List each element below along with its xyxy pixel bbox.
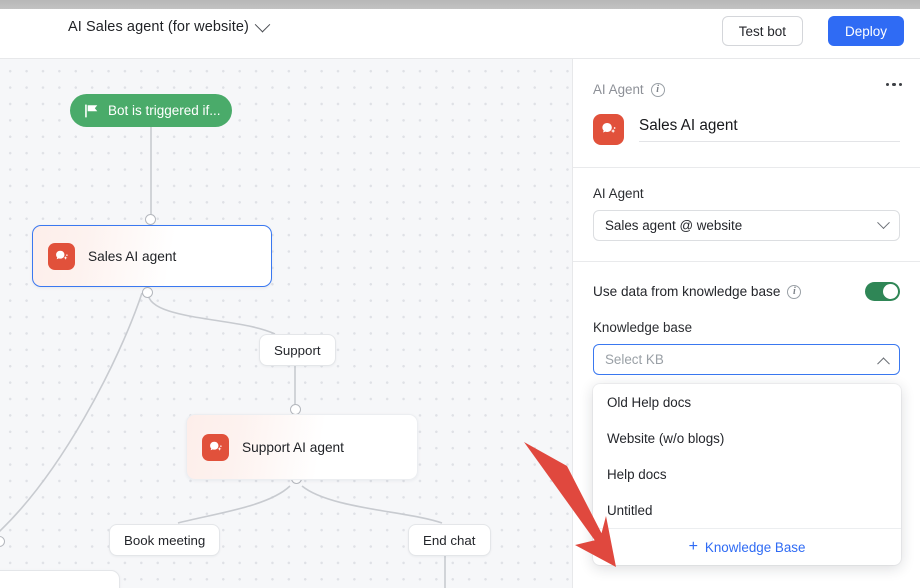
node-label: Bot is triggered if... [108, 103, 221, 118]
agent-select-label: AI Agent [593, 186, 644, 201]
kb-toggle-row: Use data from knowledge base i [593, 282, 900, 301]
kb-option-untitled[interactable]: Untitled [607, 502, 653, 518]
info-icon[interactable]: i [787, 284, 802, 299]
node-label: Support [274, 342, 321, 358]
agent-name-row: Sales AI agent [593, 114, 900, 145]
toggle-knob [883, 284, 898, 299]
page-title: AI Sales agent (for website) [68, 19, 249, 35]
panel-knowledge-base-section: Use data from knowledge base i Knowledge… [573, 262, 920, 565]
ai-agent-icon [48, 242, 75, 270]
agent-select-dropdown[interactable]: Sales agent @ website [593, 210, 900, 241]
info-icon[interactable]: i [650, 82, 665, 97]
kb-select-placeholder: Select KB [605, 352, 664, 367]
node-label: Sales AI agent [88, 248, 177, 264]
node-bot-trigger[interactable]: Bot is triggered if... [70, 94, 232, 127]
node-offscreen-stub[interactable] [0, 570, 120, 588]
kb-option-help-docs[interactable]: Help docs [607, 466, 667, 482]
kb-dropdown-menu[interactable]: Old Help docs Website (w/o blogs) Help d… [593, 384, 901, 565]
panel-section-title: AI Agent i [593, 82, 900, 97]
agent-name-input[interactable]: Sales AI agent [639, 117, 900, 142]
top-bar: AI Sales agent (for website) Test bot De… [0, 9, 920, 59]
kb-field-wrap: Knowledge base Select KB [593, 320, 900, 375]
plus-icon: + [688, 538, 698, 555]
node-label: Book meeting [124, 532, 206, 548]
kebab-menu-icon[interactable] [885, 83, 902, 87]
deploy-button[interactable]: Deploy [827, 16, 904, 46]
ai-agent-icon [202, 433, 229, 461]
kb-select-input[interactable]: Select KB [593, 344, 900, 375]
kb-toggle-label: Use data from knowledge base [593, 284, 781, 299]
kb-option-website-wo-blogs[interactable]: Website (w/o blogs) [607, 430, 725, 446]
chevron-down-icon [877, 216, 890, 230]
flow-edges [0, 127, 446, 588]
kb-toggle-label-wrap: Use data from knowledge base i [593, 284, 802, 299]
kb-option-old-help-docs[interactable]: Old Help docs [607, 394, 692, 410]
chevron-up-icon [877, 357, 890, 371]
node-port[interactable] [145, 214, 156, 225]
app-window: AI Sales agent (for website) Test bot De… [0, 9, 920, 588]
ai-agent-icon [593, 114, 624, 145]
node-branch-end-chat[interactable]: End chat [408, 524, 491, 556]
kb-toggle-switch[interactable] [865, 282, 900, 301]
kb-field-label: Knowledge base [593, 320, 693, 335]
panel-header-section: AI Agent i Sales AI agent [573, 59, 920, 168]
node-label: Support AI agent [242, 439, 344, 455]
node-branch-book-meeting[interactable]: Book meeting [109, 524, 221, 556]
node-label: End chat [423, 532, 476, 548]
flag-icon [85, 104, 98, 117]
node-branch-support[interactable]: Support [259, 334, 336, 366]
browser-chrome-bar [0, 0, 920, 9]
add-knowledge-base-button[interactable]: + Knowledge Base [593, 528, 901, 565]
panel-kicker-label: AI Agent [593, 82, 644, 97]
add-knowledge-base-label: Knowledge Base [704, 539, 806, 555]
chevron-down-icon[interactable] [254, 16, 271, 32]
node-support-ai-agent[interactable]: Support AI agent [186, 414, 418, 480]
agent-select-value: Sales agent @ website [605, 218, 743, 233]
panel-agent-select-section: AI Agent Sales agent @ website [573, 168, 920, 262]
test-bot-button[interactable]: Test bot [721, 16, 803, 46]
node-sales-ai-agent[interactable]: Sales AI agent [32, 225, 272, 287]
flow-canvas[interactable]: Bot is triggered if... Sales AI agent Su… [0, 59, 573, 588]
node-port[interactable] [142, 287, 153, 298]
bot-title-dropdown[interactable]: AI Sales agent (for website) [68, 16, 271, 35]
properties-panel: AI Agent i Sales AI agent AI Agent [572, 59, 920, 588]
